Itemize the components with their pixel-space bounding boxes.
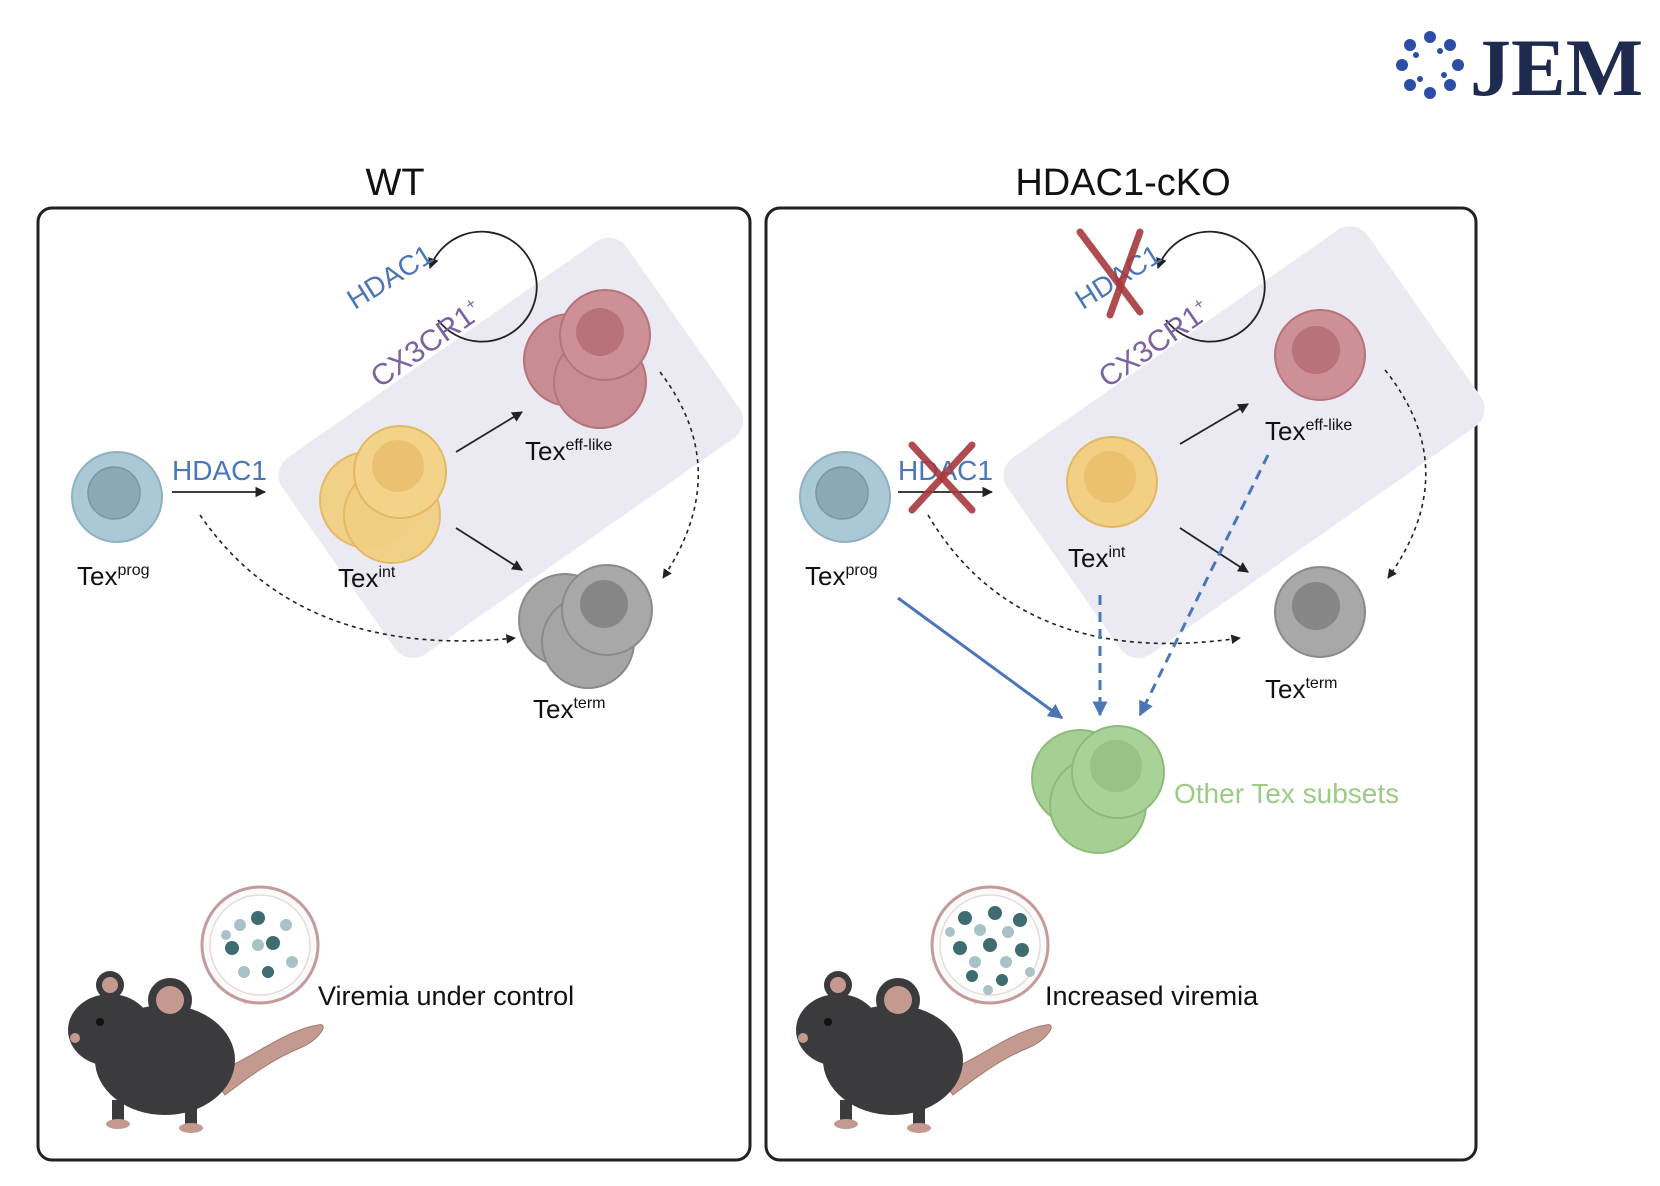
other-tex-label: Other Tex subsets [1174, 778, 1399, 809]
viremia-caption: Increased viremia [1045, 981, 1259, 1011]
tex-int-label: Texint [338, 563, 396, 593]
tex-eff-cells [523, 289, 651, 429]
loop-blocked-cross-icon [1076, 228, 1144, 319]
viremia-caption: Viremia under control [318, 981, 574, 1011]
other-tex-cells [1031, 725, 1165, 854]
tex-prog-cell [799, 451, 891, 543]
tex-term-label: Texterm [1265, 674, 1337, 704]
tex-prog-label: Texprog [77, 561, 150, 591]
logo-text: JEM [1470, 22, 1643, 113]
logo-emblem-icon [1396, 31, 1464, 99]
tex-term-cells [518, 564, 653, 689]
cx3cr1-region [278, 237, 744, 658]
tex-prog-cell [71, 451, 163, 543]
tex-int-cells [319, 425, 447, 564]
int-to-eff-arrow [1179, 403, 1249, 445]
tex-term-cell [1274, 566, 1366, 658]
loop-hdac1-label: HDAC1 [342, 239, 439, 316]
panel-frame [36, 206, 752, 1162]
tex-term-label: Texterm [533, 694, 605, 724]
int-to-term-arrow [1179, 527, 1249, 573]
mouse-icon [68, 971, 324, 1133]
tex-prog-label: Texprog [805, 561, 878, 591]
tex-eff-cell [1274, 309, 1366, 401]
panel-wt: WT HDAC1 CX3CR1+ Texprog HDAC1 Texint [36, 162, 752, 1162]
tex-eff-label: Texeff-like [1265, 416, 1352, 446]
int-to-term-arrow [455, 527, 523, 571]
arrow-blocked-cross-icon [908, 441, 976, 514]
tex-int-cell [1066, 436, 1158, 528]
prog-to-other-arrow [897, 596, 1064, 720]
int-to-eff-arrow [455, 411, 523, 453]
mouse-icon [796, 971, 1052, 1133]
hdac1-arrow-label: HDAC1 [172, 455, 267, 486]
virus-magnifier-icon [200, 885, 320, 1005]
virus-magnifier-icon [930, 885, 1050, 1005]
panel-frame [764, 206, 1478, 1162]
eff-to-other-dashed-arrow [1138, 454, 1270, 717]
panel-hdac1-cko: HDAC1-cKO HDAC1 CX3CR1+ Texprog HDAC1 [764, 162, 1485, 1162]
cx3cr1-region [1003, 226, 1485, 658]
jem-logo: JEM [1396, 22, 1643, 113]
tex-eff-label: Texeff-like [525, 436, 612, 466]
tex-int-label: Texint [1068, 543, 1126, 573]
panel-title: HDAC1-cKO [1015, 162, 1230, 204]
eff-to-term-dotted-arrow [1384, 369, 1427, 579]
panel-title: WT [365, 162, 424, 204]
